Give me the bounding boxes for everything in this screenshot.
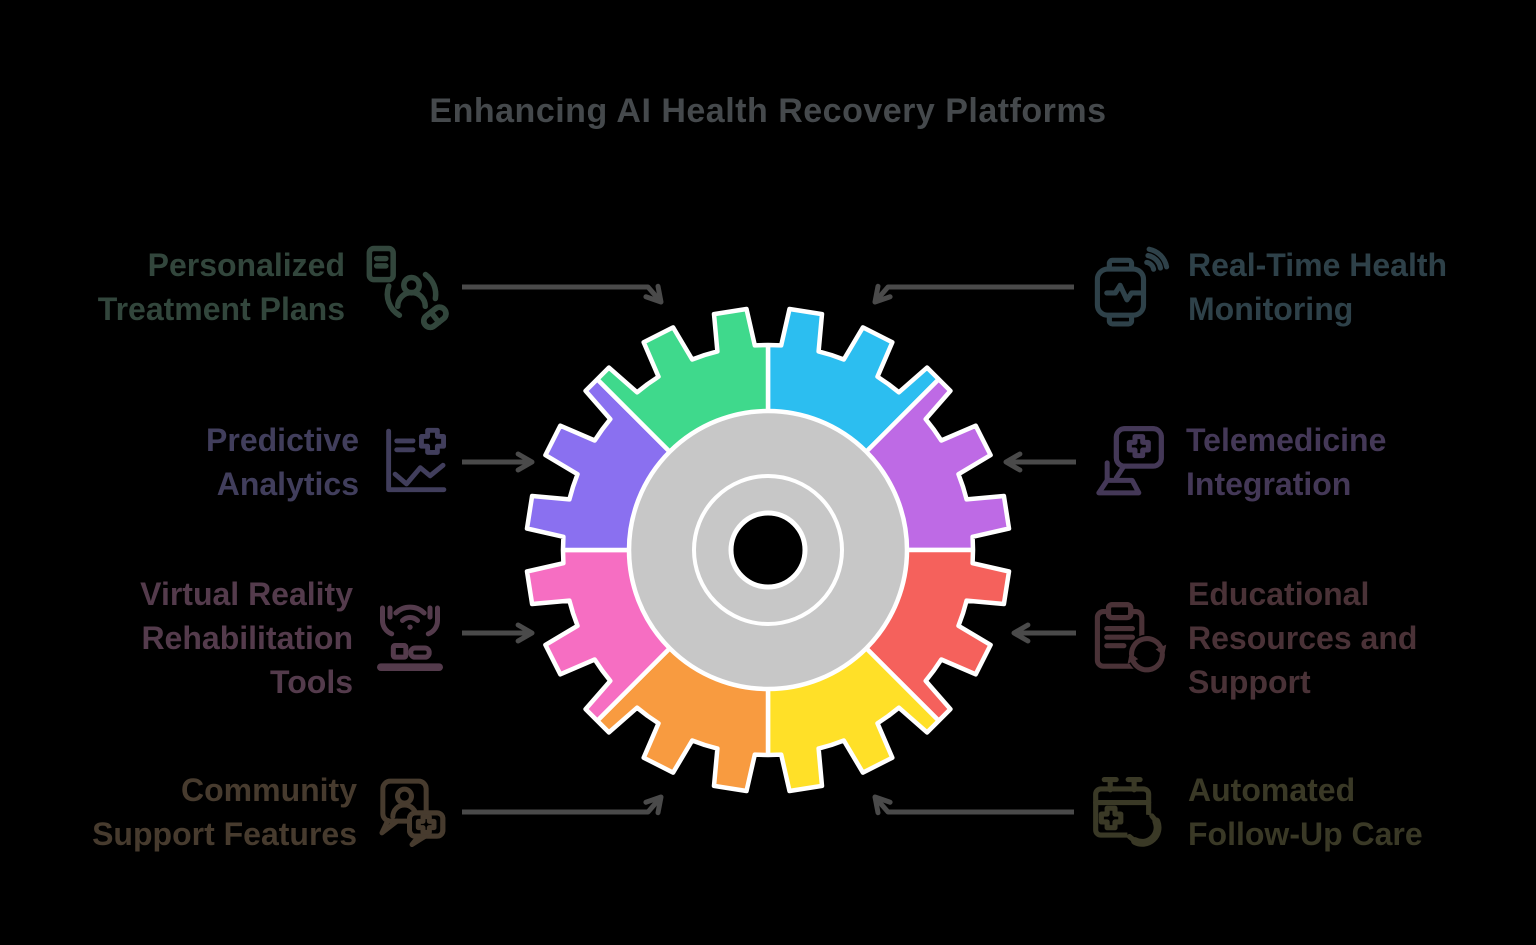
community-support-icon [372, 770, 452, 854]
label-line: Tools [270, 664, 353, 700]
item-label: Community Support Features [92, 768, 357, 856]
vr-rehabilitation-icon [368, 598, 452, 678]
item-telemedicine-integration: Telemedicine Integration [1088, 414, 1533, 510]
page-title: Enhancing AI Health Recovery Platforms [429, 92, 1107, 130]
label-line: Follow-Up Care [1188, 816, 1423, 852]
follow-up-care-icon [1088, 771, 1170, 853]
item-label: Virtual Reality Rehabilitation Tools [140, 572, 353, 704]
label-line: Personalized [147, 247, 345, 283]
gear-hub-ring [692, 474, 844, 626]
label-line: Educational [1188, 576, 1370, 612]
item-community-support-features: Community Support Features [60, 764, 452, 860]
label-line: Monitoring [1188, 291, 1354, 327]
arrow-head-5 [1003, 451, 1023, 473]
item-label: Telemedicine Integration [1186, 418, 1386, 506]
treatment-plan-icon [360, 243, 452, 331]
arrow-head-1 [515, 451, 535, 473]
arrow-head-2 [515, 622, 535, 644]
educational-resources-icon [1088, 597, 1170, 679]
item-label: Personalized Treatment Plans [98, 243, 345, 331]
label-line: Resources and [1188, 620, 1418, 656]
label-line: Real-Time Health [1188, 247, 1448, 283]
label-line: Telemedicine [1186, 422, 1387, 458]
label-line: Integration [1186, 466, 1352, 502]
item-label: Real-Time Health Monitoring [1188, 243, 1447, 331]
label-line: Automated [1188, 772, 1356, 808]
gear-hub-hole [728, 510, 808, 590]
item-personalized-treatment-plans: Personalized Treatment Plans [60, 239, 452, 335]
arrow-head-3 [643, 794, 664, 816]
item-vr-rehabilitation-tools: Virtual Reality Rehabilitation Tools [60, 568, 452, 708]
arrow-head-0 [643, 283, 664, 305]
item-label: Educational Resources and Support [1188, 572, 1417, 704]
label-line: Support Features [92, 816, 357, 852]
label-line: Virtual Reality [140, 576, 353, 612]
arrow-3 [462, 795, 663, 815]
label-line: Rehabilitation [141, 620, 353, 656]
item-automated-follow-up-care: Automated Follow-Up Care [1088, 764, 1533, 860]
smartwatch-monitoring-icon [1088, 246, 1170, 328]
gear-outline [524, 306, 1012, 794]
arrow-7 [873, 795, 1074, 815]
arrow-0 [462, 284, 663, 304]
label-line: Analytics [216, 466, 359, 502]
item-label: Predictive Analytics [206, 418, 359, 506]
label-line: Community [181, 772, 357, 808]
arrow-head-7 [872, 794, 893, 816]
item-label: Automated Follow-Up Care [1188, 768, 1423, 856]
arrow-head-6 [1011, 622, 1031, 644]
arrow-4 [873, 284, 1074, 304]
item-real-time-health-monitoring: Real-Time Health Monitoring [1088, 239, 1533, 335]
label-line: Support [1188, 664, 1311, 700]
label-line: Predictive [206, 422, 359, 458]
item-educational-resources-support: Educational Resources and Support [1088, 568, 1533, 708]
predictive-analytics-icon [374, 422, 452, 502]
arrow-head-4 [872, 283, 893, 305]
telemedicine-icon [1088, 422, 1168, 502]
item-predictive-analytics: Predictive Analytics [60, 414, 452, 510]
label-line: Treatment Plans [97, 291, 345, 327]
